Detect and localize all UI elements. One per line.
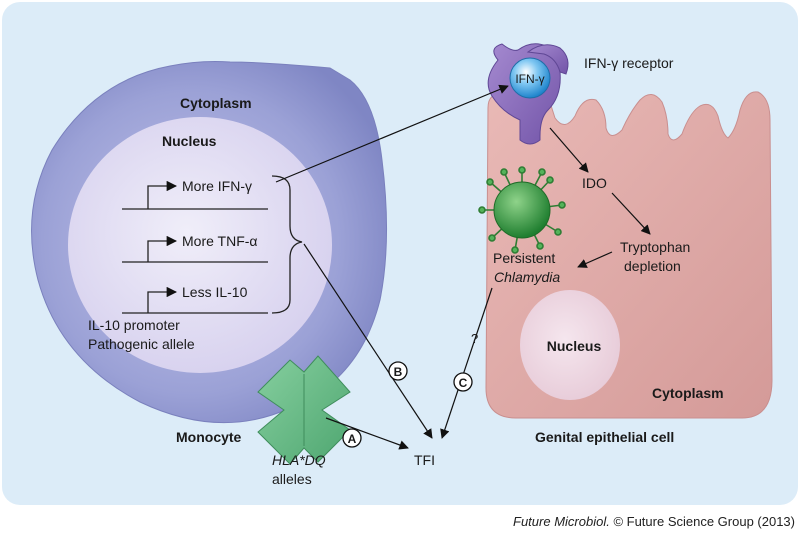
ifn-sphere-label: IFN-γ bbox=[515, 72, 544, 86]
gene-label-il10: Less IL-10 bbox=[182, 284, 248, 300]
chlamydia-particle bbox=[478, 166, 566, 254]
hla-label-line2: alleles bbox=[272, 471, 312, 487]
monocyte-nucleus bbox=[68, 117, 332, 373]
pathway-arrows bbox=[275, 84, 651, 450]
pathway-marker-a: A bbox=[342, 428, 362, 448]
hla-label-line1: HLA*DQ bbox=[272, 452, 326, 468]
ido-label: IDO bbox=[582, 175, 607, 191]
svg-text:A: A bbox=[348, 432, 357, 446]
promoter-label-line2: Pathogenic allele bbox=[88, 336, 195, 352]
pathway-marker-b: B bbox=[388, 361, 408, 381]
gene-label-tnf: More TNF-α bbox=[182, 233, 258, 249]
gene-label-ifn: More IFN-γ bbox=[182, 178, 252, 194]
arrow-ido-to-tryptophan bbox=[611, 192, 651, 235]
ifn-receptor-label: IFN-γ receptor bbox=[584, 55, 674, 71]
gene-diagram bbox=[122, 175, 303, 314]
arrow-tryptophan-to-chlamydia bbox=[577, 251, 613, 268]
promoter-label-line1: IL-10 promoter bbox=[88, 317, 180, 333]
epithelial-cytoplasm-label: Cytoplasm bbox=[652, 385, 724, 401]
persistent-label: Persistent bbox=[493, 250, 555, 266]
tryptophan-label-line1: Tryptophan bbox=[620, 239, 690, 255]
svg-text:C: C bbox=[459, 376, 468, 390]
svg-text:B: B bbox=[394, 365, 403, 379]
tfi-label: TFI bbox=[414, 452, 435, 468]
figure-credit: Future Microbiol. © Future Science Group… bbox=[513, 514, 795, 529]
arrow-hla-to-tfi bbox=[325, 417, 409, 450]
tryptophan-label-line2: depletion bbox=[624, 258, 681, 274]
arrow-receptor-to-ido bbox=[549, 127, 589, 173]
arrow-brace-to-tfi bbox=[303, 243, 433, 439]
monocyte-cell-label: Monocyte bbox=[176, 429, 242, 445]
arrow-ifn-to-receptor bbox=[275, 84, 509, 183]
ifn-gamma-sphere bbox=[509, 57, 551, 99]
credit-journal: Future Microbiol. bbox=[513, 514, 610, 529]
epithelial-nucleus-label: Nucleus bbox=[547, 338, 602, 354]
credit-rest: © Future Science Group (2013) bbox=[610, 514, 795, 529]
pathway-marker-c: C bbox=[453, 372, 473, 392]
arrow-chlamydia-to-tfi bbox=[440, 287, 493, 439]
monocyte-cytoplasm-label: Cytoplasm bbox=[180, 95, 252, 111]
pathway-question-mark: ? bbox=[471, 331, 478, 346]
epithelial-cell-label: Genital epithelial cell bbox=[535, 429, 674, 445]
epithelial-nucleus bbox=[520, 290, 620, 400]
chlamydia-label: Chlamydia bbox=[494, 269, 560, 285]
monocyte-nucleus-label: Nucleus bbox=[162, 133, 217, 149]
gene-brace bbox=[271, 175, 303, 314]
